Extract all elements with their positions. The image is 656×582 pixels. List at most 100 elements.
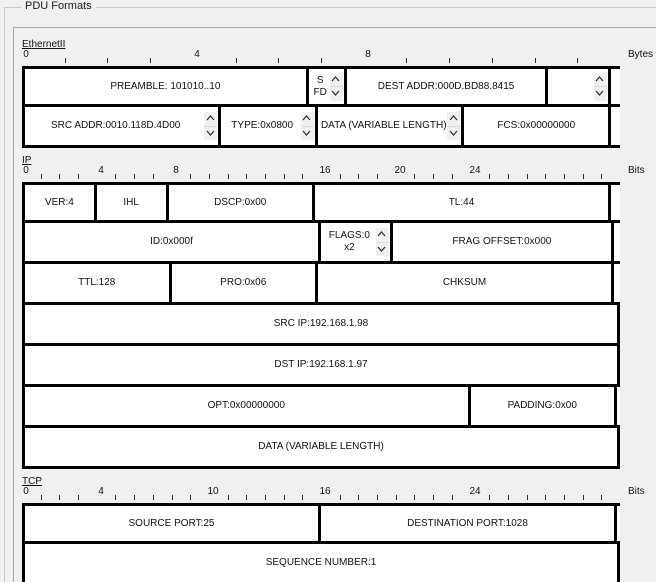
ruler-tick (302, 174, 303, 179)
ruler-tick (377, 495, 378, 500)
ruler-tick (449, 58, 450, 63)
ruler-tick (492, 58, 493, 63)
pdu-field-ihl: IHL (93, 185, 169, 220)
pdu-field-label: SEQUENCE NUMBER:1 (265, 557, 377, 568)
ruler-tick (414, 174, 415, 179)
ruler-tick (107, 58, 108, 63)
ruler-label: 0 (23, 49, 29, 60)
ruler-tick (228, 495, 229, 500)
pdu-field-label: PADDING:0x00 (507, 400, 577, 411)
ruler-unit-label: Bytes (628, 49, 654, 60)
pdu-field-row: DATA (VARIABLE LENGTH) (22, 428, 620, 469)
pdu-field-label: TTL:128 (78, 277, 116, 288)
pdu-field-label: VER:4 (44, 196, 74, 208)
pdu-field-ttl-128: TTL:128 (22, 264, 172, 302)
pdu-field-dscp-0x00: DSCP:0x00 (165, 185, 315, 220)
spinner[interactable] (204, 112, 218, 140)
spinner[interactable] (300, 112, 314, 140)
chevron-up-icon[interactable] (447, 112, 461, 127)
pdu-field-label: DESTINATION PORT:1028 (407, 517, 528, 529)
spinner[interactable] (593, 72, 607, 101)
ruler-tick (321, 58, 322, 63)
pdu-field-data-variable-length[interactable]: DATA (VARIABLE LENGTH) (314, 107, 465, 145)
pdu-field-tl-44: TL:44 (312, 185, 611, 220)
pdu-field-label: SRC ADDR:0010.118D.4D00 (51, 120, 181, 131)
chevron-down-icon[interactable] (300, 126, 314, 140)
pdu-field-label: DATA (VARIABLE LENGTH) (320, 120, 447, 131)
pdu-field-label: SOURCE PORT:25 (128, 517, 215, 529)
ruler-tick (265, 495, 266, 500)
pdu-field-label: PRO:0x06 (220, 277, 267, 288)
pdu-field-id-0x000f: ID:0x000f (22, 223, 321, 261)
spinner[interactable] (447, 112, 461, 140)
protocol-name-label: TCP (22, 476, 42, 487)
ruler-tick (65, 58, 66, 63)
ruler-tick (583, 495, 584, 500)
pdu-field-label: OPT:0x00000000 (207, 400, 285, 411)
pdu-field-label: FRAG OFFSET:0x000 (452, 236, 552, 247)
pdu-field-row: SRC IP:192.168.1.98 (22, 305, 620, 346)
ruler-tick (190, 495, 191, 500)
chevron-up-icon[interactable] (204, 112, 218, 127)
ruler-tick (153, 174, 154, 179)
pdu-field-label: IHL (123, 196, 139, 208)
ruler-unit-label: Bits (628, 165, 645, 176)
ruler-tick (190, 174, 191, 179)
chevron-up-icon[interactable] (329, 72, 343, 87)
pdu-field-src-addr-0010-118d-4d00[interactable]: SRC ADDR:0010.118D.4D00 (22, 107, 222, 145)
pdu-field-label: PREAMBLE: 101010..10 (110, 80, 221, 92)
ruler-label: 24 (469, 165, 481, 176)
groupbox-title: PDU Formats (21, 0, 96, 13)
pdu-formats-groupbox: PDU Formats (4, 0, 656, 582)
pdu-field-empty[interactable] (545, 69, 611, 104)
ruler-tick (246, 495, 247, 500)
chevron-down-icon[interactable] (447, 126, 461, 140)
ruler-label: 24 (469, 486, 481, 497)
chevron-down-icon[interactable] (375, 242, 389, 256)
pdu-field-row: SRC ADDR:0010.118D.4D00 TYPE:0x0800 DATA (… (22, 107, 620, 148)
ruler-label: 16 (319, 165, 331, 176)
ruler-tick (115, 495, 116, 500)
ruler-tick (302, 495, 303, 500)
pdu-field-source-port-25: SOURCE PORT:25 (22, 506, 321, 541)
pdu-field-label: TYPE:0x0800 (231, 120, 294, 131)
spinner[interactable] (329, 72, 343, 101)
ruler-tick (115, 174, 116, 179)
pdu-field-row: DST IP:192.168.1.97 (22, 346, 620, 387)
ruler-tick (59, 174, 60, 179)
chevron-down-icon[interactable] (593, 87, 607, 101)
ruler-tick (508, 495, 509, 500)
ruler-tick (527, 495, 528, 500)
ruler-tick (228, 174, 229, 179)
ruler-tick (489, 174, 490, 179)
chevron-up-icon[interactable] (300, 112, 314, 127)
ruler-tick (433, 174, 434, 179)
chevron-up-icon[interactable] (375, 228, 389, 243)
pdu-field-type-0x0800[interactable]: TYPE:0x0800 (218, 107, 318, 145)
chevron-up-icon[interactable] (593, 72, 607, 87)
pdu-field-label: DSCP:0x00 (214, 196, 267, 208)
ruler-label: 0 (23, 486, 29, 497)
ruler-tick (153, 495, 154, 500)
spinner[interactable] (375, 228, 389, 256)
ruler-tick (564, 174, 565, 179)
ruler-tick (601, 174, 602, 179)
chevron-down-icon[interactable] (329, 87, 343, 101)
ruler-label: 4 (98, 486, 104, 497)
ruler-tick (535, 58, 536, 63)
ruler-tick (564, 495, 565, 500)
ruler-label: 4 (194, 49, 200, 60)
ruler-label: 0 (23, 165, 29, 176)
chevron-down-icon[interactable] (204, 126, 218, 140)
pdu-field-label: DATA (VARIABLE LENGTH) (258, 441, 384, 452)
ruler-tick (358, 174, 359, 179)
